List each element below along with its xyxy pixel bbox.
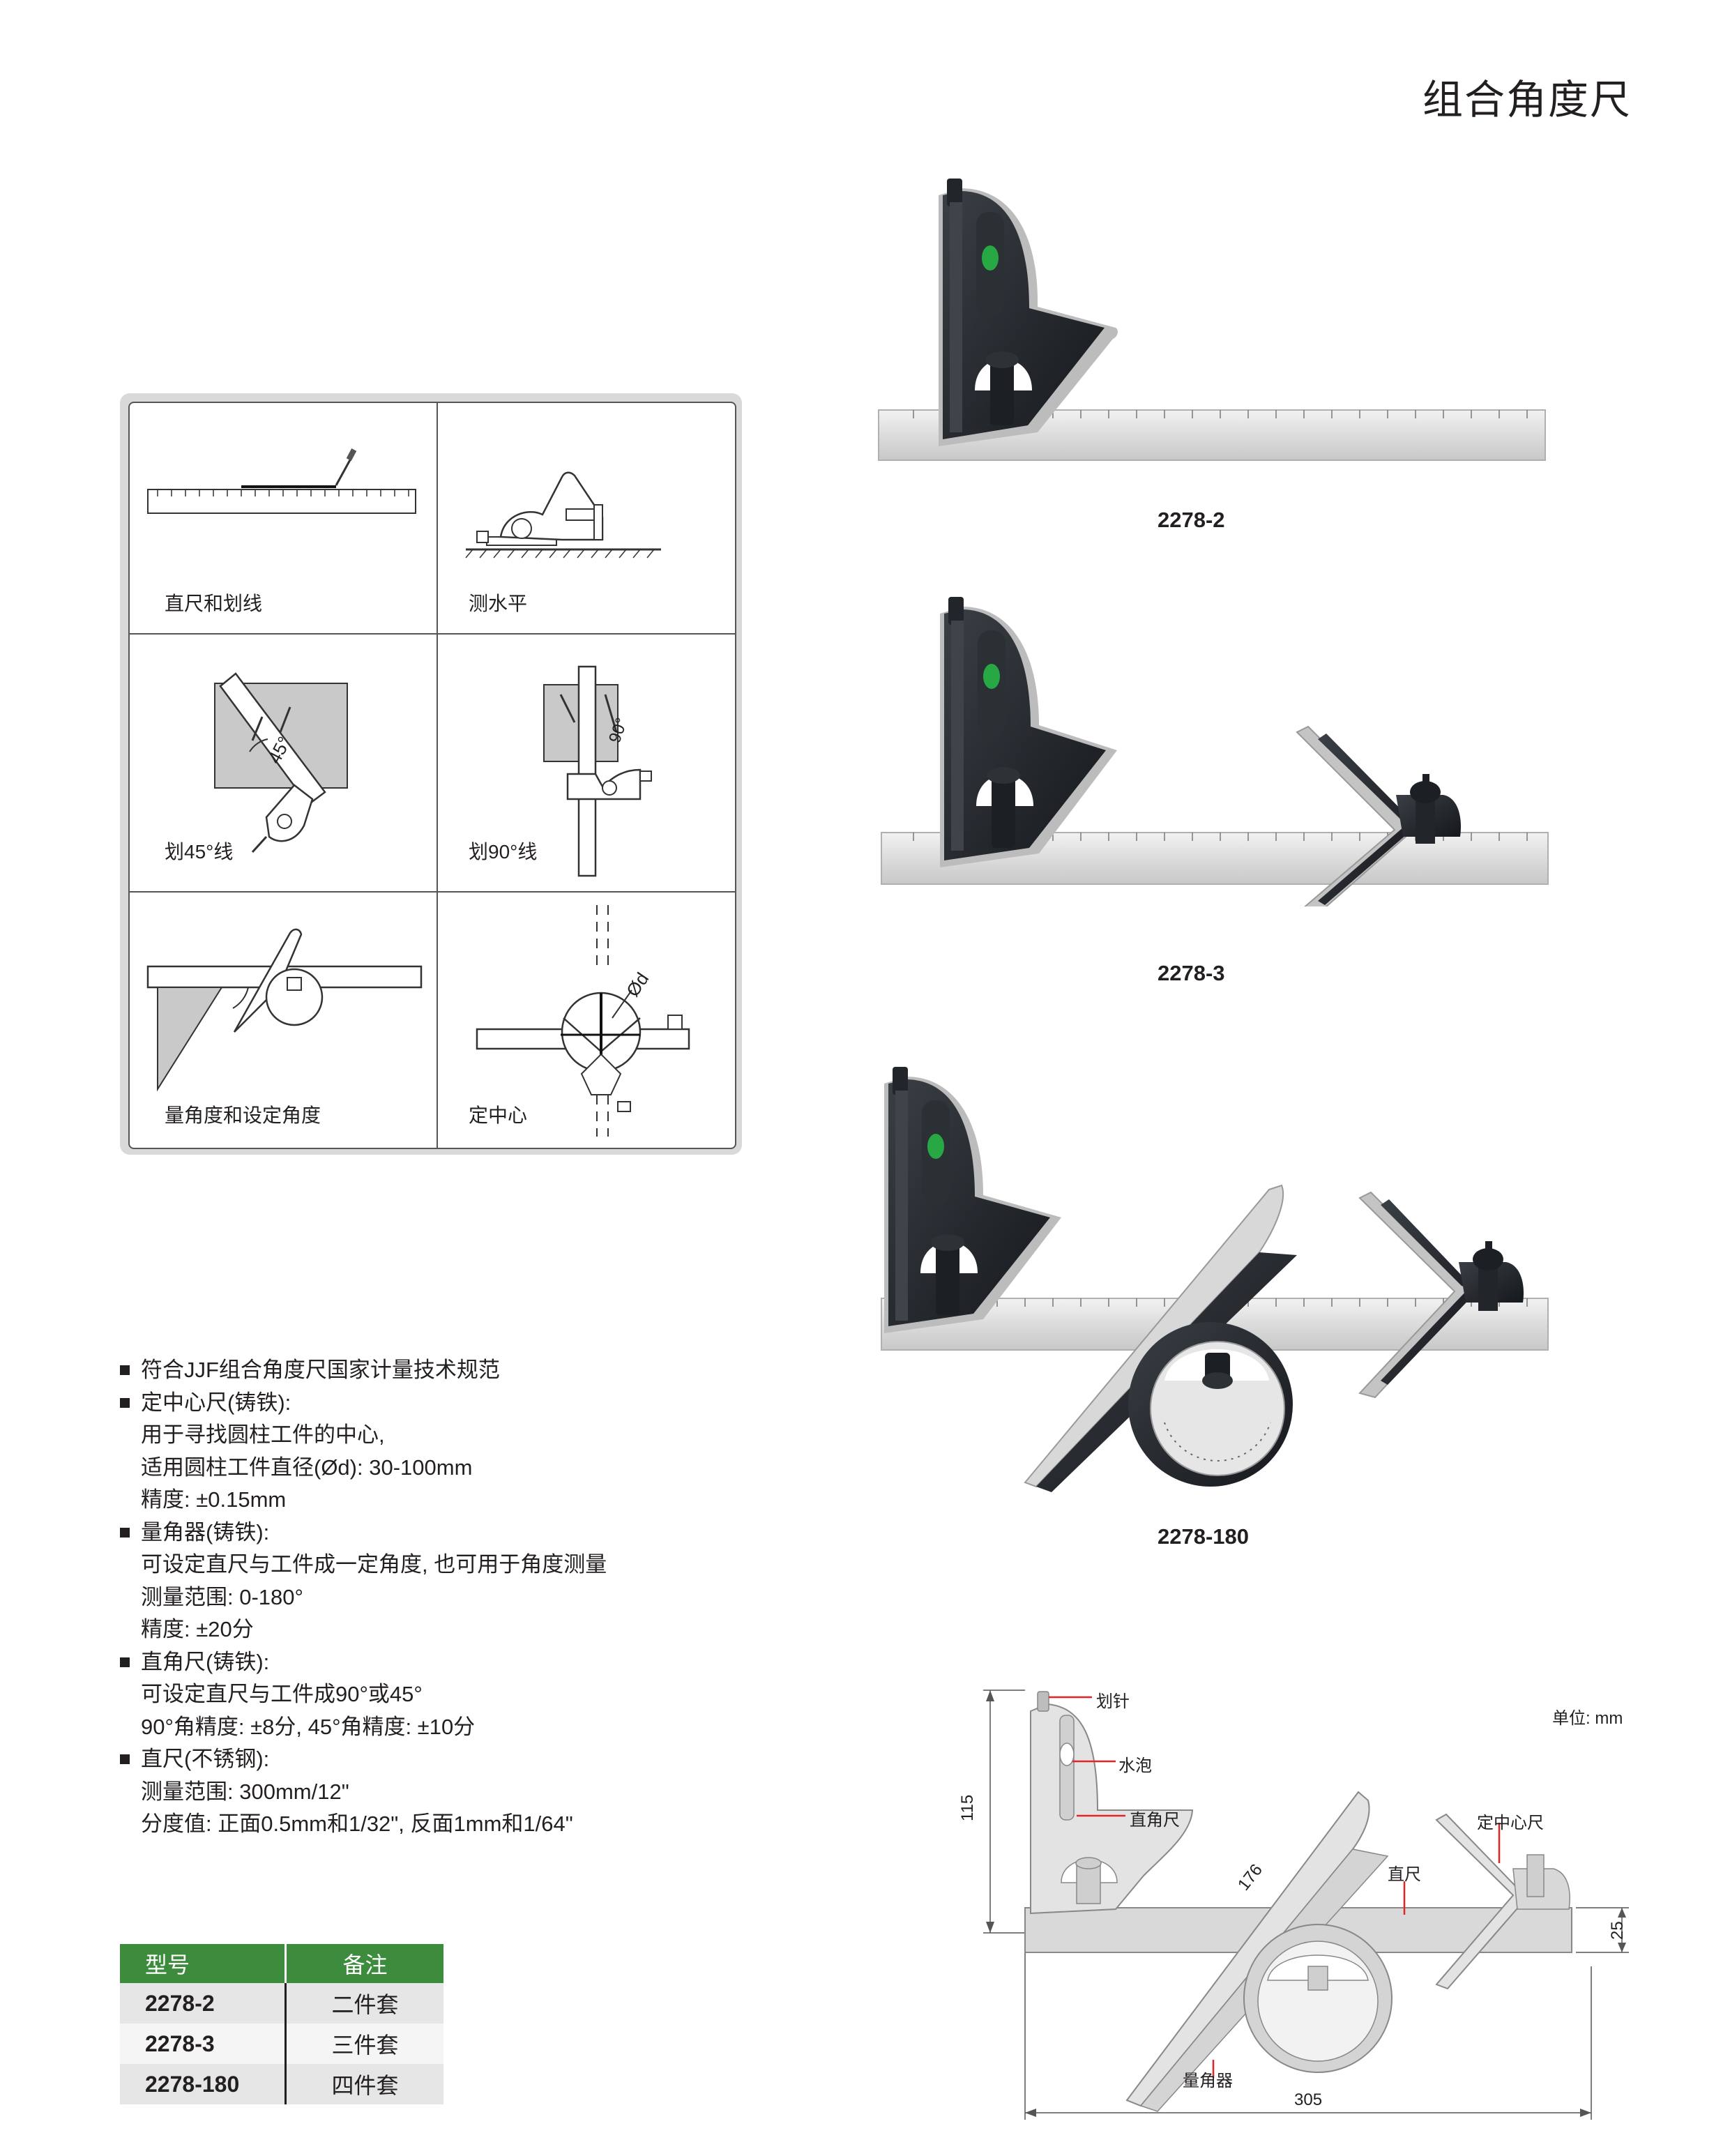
dim-thick-25: 25: [1608, 1921, 1627, 1940]
usage-label-find-center: 定中心: [469, 1104, 528, 1126]
label-rule: 直尺: [1388, 1865, 1421, 1884]
leveling-illustration: [465, 471, 661, 559]
feature-title: 直角尺(铸铁):: [141, 1649, 270, 1674]
usage-grid: 直尺和划线 测水平: [120, 393, 742, 1155]
table-header-note: 备注: [284, 1944, 443, 1983]
feature-title: 符合JJF组合角度尺国家计量技术规范: [141, 1358, 500, 1382]
scribe-45-illustration: [214, 672, 348, 853]
product-image-2278-2: [878, 179, 1546, 461]
feature-item: 直角尺(铸铁):: [119, 1646, 746, 1679]
page-title: 组合角度尺: [1422, 77, 1632, 123]
find-center-illustration: [476, 905, 690, 1137]
feature-detail: 测量范围: 0-180°: [141, 1584, 303, 1609]
feature-list: 符合JJF组合角度尺国家计量技术规范 定中心尺(铸铁): 用于寻找圆柱工件的中心…: [119, 1354, 746, 1841]
usage-cell-measure-angle: 量角度和设定角度: [130, 893, 437, 1148]
bullet-square: [120, 1657, 130, 1667]
feature-title: 定中心尺(铸铁):: [141, 1390, 291, 1415]
table-row: 2278-2 二件套: [120, 1983, 443, 2024]
feature-detail: 可设定直尺与工件成一定角度, 也可用于角度测量: [141, 1552, 607, 1577]
feature-title: 量角器(铸铁):: [141, 1519, 270, 1544]
bullet-square: [120, 1754, 130, 1764]
label-square-head: 直角尺: [1130, 1811, 1180, 1830]
bullet-square: [120, 1527, 130, 1538]
feature-item: 直尺(不锈钢):: [119, 1743, 746, 1776]
model-table: 型号 备注 2278-2 二件套 2278-3 三件套 2278-180 四件套: [120, 1944, 443, 2104]
usage-label-measure-angle: 量角度和设定角度: [165, 1104, 321, 1126]
label-protractor: 量角器: [1183, 2072, 1233, 2090]
feature-item: 定中心尺(铸铁):: [119, 1387, 746, 1420]
feature-item: 量角器(铸铁):: [119, 1517, 746, 1549]
product-caption-2278-180: 2278-180: [1158, 1524, 1250, 1549]
feature-detail: 90°角精度: ±8分, 45°角精度: ±10分: [141, 1714, 476, 1739]
table-cell-model: 2278-180: [120, 2064, 286, 2104]
product-image-2278-180: [881, 1067, 1549, 1492]
dim-height-115: 115: [958, 1794, 977, 1821]
feature-detail: 用于寻找圆柱工件的中心,: [141, 1422, 385, 1447]
product-caption-2278-3: 2278-3: [1158, 961, 1225, 985]
bullet-square: [120, 1365, 130, 1375]
table-cell-note: 三件套: [284, 2024, 443, 2064]
usage-cell-leveling: 测水平: [438, 403, 735, 633]
dimension-diagram: [983, 1690, 1629, 2120]
feature-detail: 适用圆柱工件直径(Ød): 30-100mm: [141, 1455, 473, 1480]
table-cell-model: 2278-2: [120, 1983, 286, 2024]
product-image-2278-3: [881, 597, 1549, 906]
label-scriber: 划针: [1096, 1692, 1130, 1711]
usage-label-90deg: 划90°线: [469, 841, 538, 863]
usage-cell-45deg: 45° 划45°线: [130, 635, 437, 891]
table-row: 2278-3 三件套: [120, 2024, 443, 2064]
scribe-90-illustration: [543, 665, 652, 877]
product-caption-2278-2: 2278-2: [1158, 508, 1225, 532]
table-header-model: 型号: [120, 1944, 286, 1983]
measure-angle-illustration: [146, 928, 423, 1092]
usage-label-leveling: 测水平: [469, 593, 528, 614]
bullet-square: [120, 1397, 130, 1408]
table-cell-note: 四件套: [284, 2064, 443, 2104]
table-row: 2278-180 四件套: [120, 2064, 443, 2104]
feature-item: 符合JJF组合角度尺国家计量技术规范: [119, 1354, 746, 1387]
feature-detail: 精度: ±20分: [141, 1617, 254, 1641]
usage-cell-find-center: Ød 定中心: [438, 893, 735, 1148]
feature-detail: 可设定直尺与工件成90°或45°: [141, 1682, 423, 1706]
feature-detail: 分度值: 正面0.5mm和1/32", 反面1mm和1/64": [141, 1812, 573, 1836]
label-level: 水泡: [1118, 1756, 1152, 1775]
usage-label-rule-scribing: 直尺和划线: [165, 593, 263, 614]
dim-length-305: 305: [1294, 2090, 1323, 2109]
usage-cell-90deg: 90° 划90°线: [438, 635, 735, 891]
table-cell-model: 2278-3: [120, 2024, 286, 2064]
usage-label-45deg: 划45°线: [165, 841, 234, 863]
rule-scribing-illustration: [147, 448, 416, 514]
feature-detail: 测量范围: 300mm/12": [141, 1779, 349, 1804]
label-center-head: 定中心尺: [1477, 1814, 1544, 1832]
feature-detail: 精度: ±0.15mm: [141, 1487, 287, 1512]
usage-cell-rule-scribing: 直尺和划线: [130, 403, 437, 633]
table-cell-note: 二件套: [284, 1983, 443, 2024]
unit-label: 单位: mm: [1552, 1709, 1623, 1728]
feature-title: 直尺(不锈钢):: [141, 1747, 270, 1771]
